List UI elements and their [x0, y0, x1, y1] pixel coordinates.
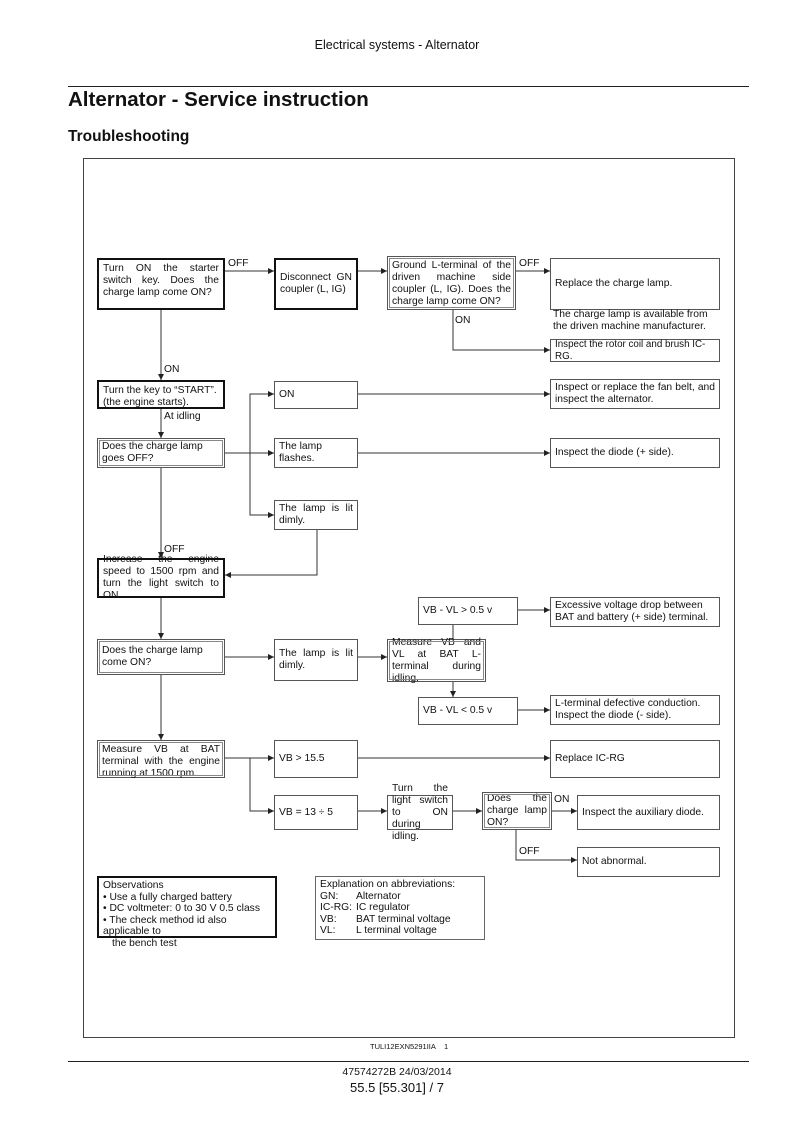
step-turn-key-start: Turn the key to “START”. (the engine sta… [97, 380, 225, 409]
abbreviation-row: IC-RG:IC regulator [320, 902, 410, 914]
abbreviation-row: GN:Alternator [320, 890, 401, 902]
label-on-ground: ON [455, 315, 471, 326]
step-ground-l-terminal: Ground L-terminal of the driven machine … [387, 256, 516, 310]
label-at-idling: At idling [164, 411, 201, 422]
label-off-2: OFF [519, 258, 540, 269]
footer-page-number: 55.5 [55.301] / 7 [350, 1080, 444, 1095]
abbreviation-row: VB:BAT terminal voltage [320, 913, 451, 925]
condition-vb-range: VB = 13 ÷ 5 [274, 795, 358, 830]
abbreviations-box: Explanation on abbreviations: GN:Alterna… [315, 876, 485, 940]
question-charge-lamp-on: Does the charge lamp ON? [482, 792, 552, 830]
condition-vb-vl-less: VB - VL < 0.5 v [418, 697, 518, 725]
observation-item: the bench test [112, 937, 177, 949]
condition-vb-above-15-5: VB > 15.5 [274, 740, 358, 778]
observations-box: Observations • Use a fully charged batte… [97, 876, 277, 949]
page-title: Alternator - Service instruction [68, 88, 369, 111]
step-measure-vb-1500: Measure VB at BAT terminal with the engi… [97, 740, 225, 779]
step-measure-vb-vl: Measure VB and VL at BAT L-terminal duri… [387, 637, 486, 684]
label-off-lamp-2: OFF [519, 846, 540, 857]
section-subtitle: Troubleshooting [68, 128, 190, 145]
condition-vb-vl-greater: VB - VL > 0.5 v [418, 597, 518, 625]
step-disconnect-gn: Disconnect GN coupler (L, IG) [274, 258, 358, 310]
step-increase-engine-speed: Increase the engine speed to 1500 rpm an… [97, 554, 225, 601]
footer-doc-ref: 47574272B 24/03/2014 [342, 1066, 452, 1078]
result-inspect-rotor-coil: Inspect the rotor coil and brush IC-RG. [550, 339, 720, 362]
branch-lamp-lit-dimly: The lamp is lit dimly. [274, 500, 358, 530]
result-inspect-auxiliary-diode: Inspect the auxiliary diode. [577, 795, 720, 830]
figure-id: TULI12EXN5291IIA [370, 1042, 436, 1051]
step-turn-light-on-idling: Turn the light switch to ON during idlin… [387, 783, 453, 842]
result-inspect-fan-belt: Inspect or replace the fan belt, and ins… [550, 379, 720, 409]
branch-lamp-on: ON [274, 381, 358, 409]
abbreviation-row: VL:L terminal voltage [320, 925, 437, 937]
observations-title: Observations [103, 880, 164, 891]
result-replace-ic-rg: Replace IC-RG [550, 740, 720, 778]
label-on-starter: ON [164, 364, 180, 375]
branch-lamp-lit-dimly-2: The lamp is lit dimly. [274, 639, 358, 681]
header-rule [68, 86, 749, 87]
abbreviations-title: Explanation on abbreviations: [320, 879, 456, 890]
label-on-lamp: ON [554, 794, 570, 805]
figure-frame [83, 158, 735, 1038]
observation-item: • DC voltmeter: 0 to 30 V 0.5 class [103, 903, 260, 915]
label-off-1: OFF [228, 258, 249, 269]
figure-number: 1 [444, 1042, 449, 1051]
note-charge-lamp-source: The charge lamp is available from the dr… [553, 309, 708, 332]
footer-rule [68, 1061, 749, 1062]
question-lamp-goes-off: Does the charge lamp goes OFF? [97, 438, 225, 468]
question-lamp-come-on: Does the charge lamp come ON? [97, 639, 225, 675]
step-turn-on-starter: Turn ON the starter switch key. Does the… [97, 258, 225, 310]
branch-lamp-flashes: The lamp flashes. [274, 438, 358, 468]
result-l-terminal-defective: L-terminal defective conduction. Inspect… [550, 695, 720, 725]
observation-item: • Use a fully charged battery [103, 891, 232, 903]
observation-item: • The check method id also applicable to [103, 914, 227, 938]
label-off-lamp: OFF [164, 544, 185, 555]
result-not-abnormal: Not abnormal. [577, 847, 720, 877]
result-inspect-diode-plus: Inspect the diode (+ side). [550, 438, 720, 468]
running-header: Electrical systems - Alternator [314, 38, 480, 52]
result-replace-charge-lamp: Replace the charge lamp. [550, 258, 720, 310]
result-excessive-voltage-drop: Excessive voltage drop between BAT and b… [550, 597, 720, 627]
